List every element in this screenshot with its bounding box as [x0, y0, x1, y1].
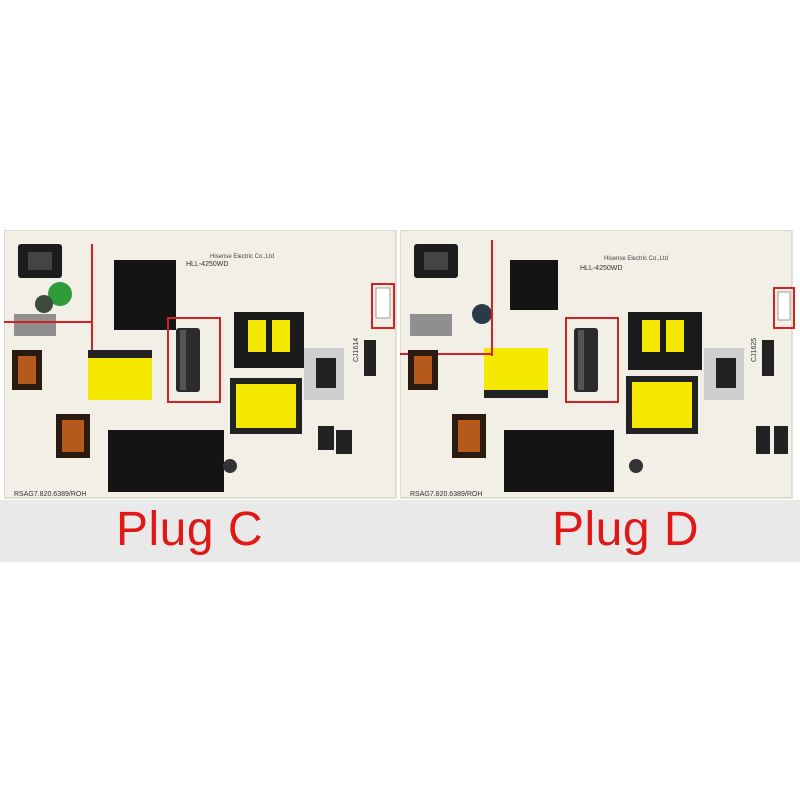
green-capacitor — [48, 282, 72, 306]
main-transformer — [628, 312, 702, 370]
yellow-transformer-right — [236, 384, 296, 428]
stamp-label: CJ1625 — [751, 338, 758, 362]
caption-plug-c: Plug C — [116, 503, 264, 556]
board-code-label: RSAG7.820.6389/ROH — [14, 491, 86, 498]
heatsink-bottom — [108, 430, 224, 492]
yellow-transformer-left — [88, 350, 152, 400]
stamp-label: CJ1614 — [353, 338, 360, 362]
yellow-transformer-right — [632, 382, 692, 428]
power-board-d: HLL-4250WD Hisense Electric Co.,Ltd CJ16… — [400, 230, 795, 499]
connector-highlight-box — [773, 287, 795, 329]
board-code-label: RSAG7.820.6389/ROH — [410, 491, 482, 498]
caption-plug-d: Plug D — [552, 503, 700, 556]
power-board-c: HLL-4250WD Hisense Electric Co.,Ltd CJ16… — [4, 230, 397, 499]
pcb-photo-plug-c: HLL-4250WD Hisense Electric Co.,Ltd CJ16… — [4, 230, 400, 500]
connector-highlight-box — [371, 283, 395, 329]
board-model-label: HLL-4250WD — [186, 261, 228, 268]
capacitor-highlight-box — [565, 317, 619, 403]
heatsink-bottom — [504, 430, 614, 492]
main-transformer — [234, 312, 304, 368]
heatsink-top — [510, 260, 558, 310]
maker-label: Hisense Electric Co.,Ltd — [604, 256, 668, 262]
board-model-label: HLL-4250WD — [580, 265, 622, 272]
yellow-transformer-left — [484, 348, 548, 398]
pcb-photo-plug-d: HLL-4250WD Hisense Electric Co.,Ltd CJ16… — [400, 230, 796, 500]
maker-label: Hisense Electric Co.,Ltd — [210, 254, 274, 260]
capacitor-highlight-box — [167, 317, 221, 403]
caption-band — [0, 500, 800, 562]
heatsink-top — [114, 260, 176, 330]
